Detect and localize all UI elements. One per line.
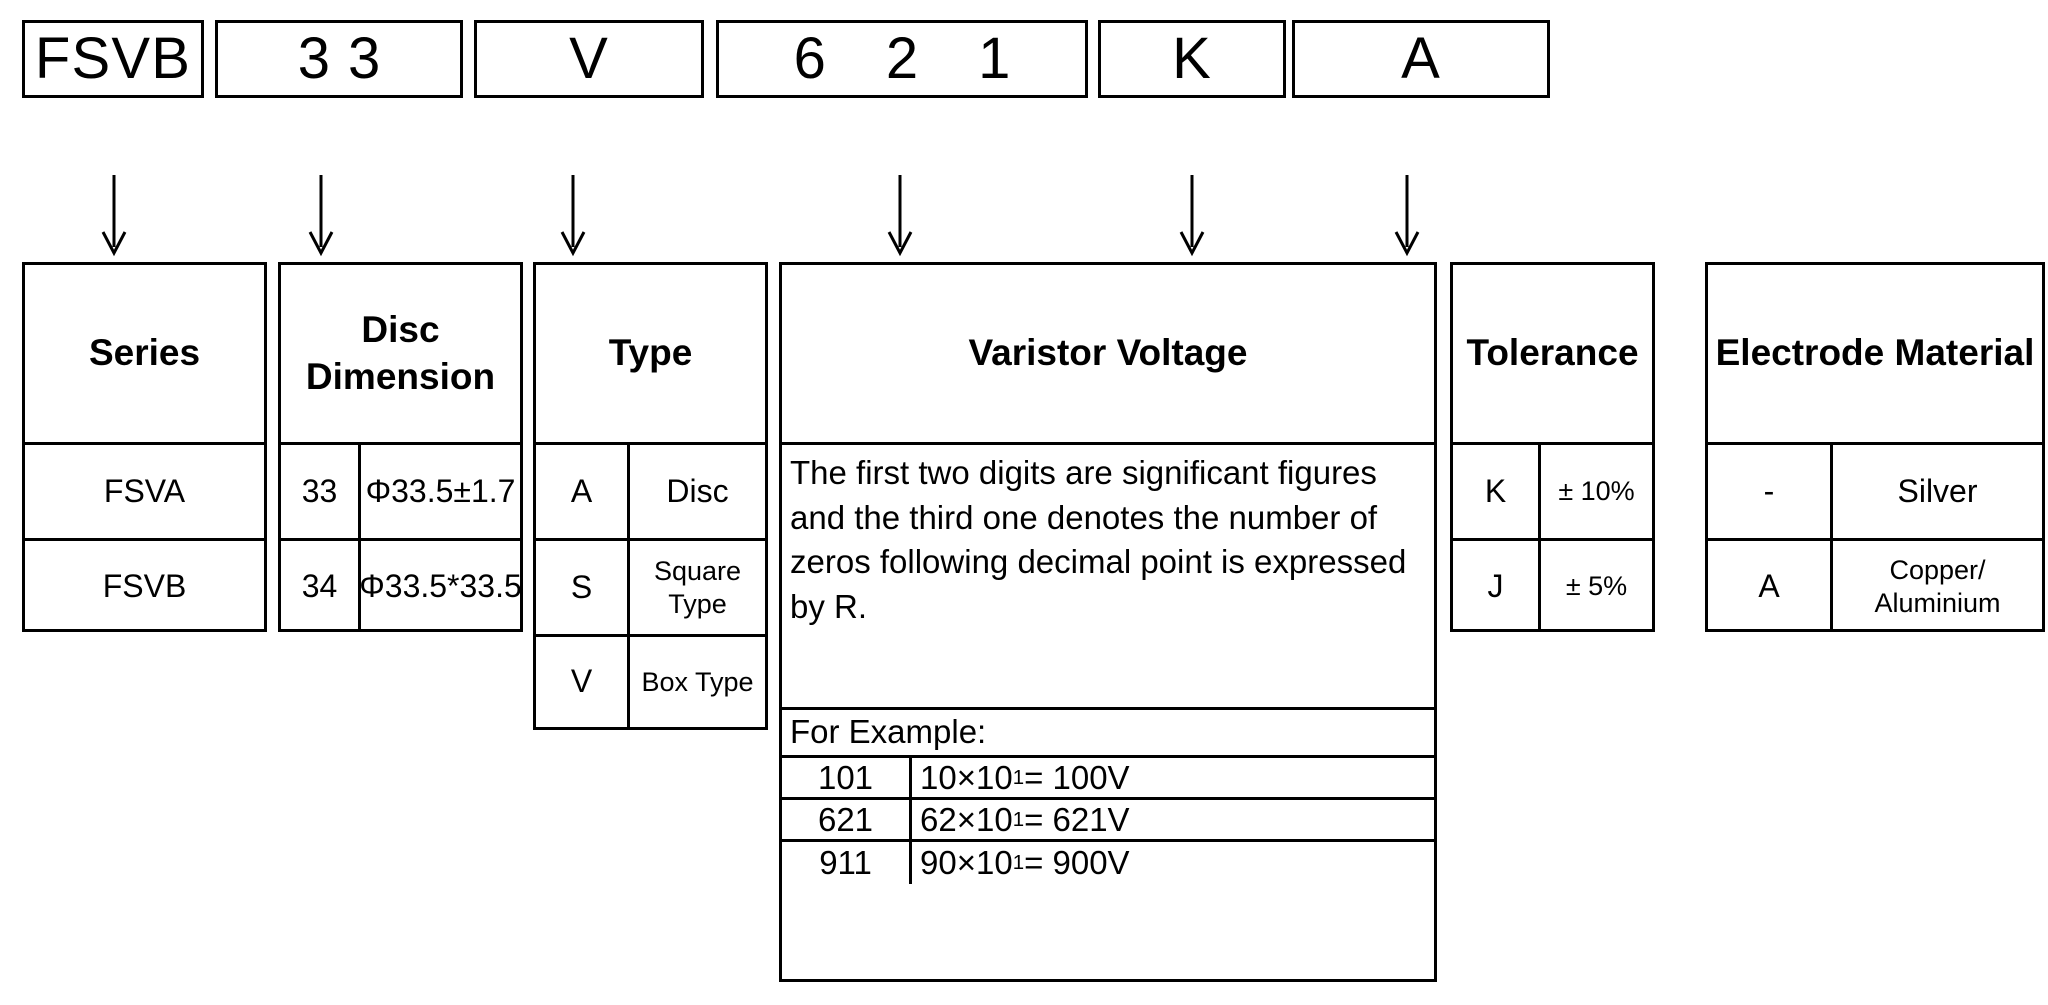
- column-varistor-voltage: Varistor Voltage The first two digits ar…: [779, 262, 1437, 982]
- column-electrode-material-header: Electrode Material: [1708, 265, 2042, 445]
- tolerance-code-k: K: [1453, 445, 1541, 538]
- code-box-electrode-text: A: [1401, 26, 1441, 91]
- example-exponent: 1: [1012, 807, 1025, 831]
- electrode-code-dash: -: [1708, 445, 1833, 538]
- varistor-voltage-example-title: For Example:: [782, 710, 1434, 758]
- code-box-type-text: V: [569, 26, 609, 91]
- arrow-down-icon: [1179, 175, 1205, 257]
- type-code-v: V: [536, 637, 630, 727]
- example-result: = 621V: [1024, 800, 1130, 838]
- arrow-down-tolerance: [1175, 175, 1209, 257]
- example-exponent: 1: [1012, 765, 1025, 789]
- arrow-down-icon: [887, 175, 913, 257]
- arrow-down-icon: [560, 175, 586, 257]
- column-type: Type A Disc S Square Type V Box Type: [533, 262, 768, 730]
- tolerance-value-k: ± 10%: [1558, 476, 1635, 507]
- arrow-down-icon: [308, 175, 334, 257]
- type-value-s: Square Type: [653, 555, 742, 619]
- type-code-s: S: [536, 541, 630, 634]
- column-disc-dimension-header: Disc Dimension: [281, 265, 520, 445]
- table-row: FSVB: [25, 541, 264, 632]
- varistor-voltage-description: The first two digits are significant fig…: [782, 445, 1434, 710]
- code-box-dimension-text: 33: [297, 26, 399, 91]
- code-box-dimension: 33: [215, 20, 463, 98]
- tolerance-value-j: ± 5%: [1565, 571, 1628, 602]
- example-exponent: 1: [1012, 851, 1025, 874]
- column-tolerance-header: Tolerance: [1453, 265, 1652, 445]
- example-code-621: 621: [782, 800, 912, 839]
- arrow-down-type: [556, 175, 590, 257]
- column-series: Series FSVA FSVB: [22, 262, 267, 632]
- column-tolerance: Tolerance K ± 10% J ± 5%: [1450, 262, 1655, 632]
- type-code-a: A: [536, 445, 630, 538]
- series-code-fsva: FSVA: [103, 472, 186, 509]
- code-box-tolerance-text: K: [1172, 26, 1212, 91]
- code-box-series: FSVB: [22, 20, 204, 98]
- electrode-value-silver: Silver: [1897, 472, 1978, 509]
- code-box-voltage-text: 621: [793, 26, 1071, 91]
- table-row: A Copper/ Aluminium: [1708, 541, 2042, 632]
- table-row: 34 Φ33.5*33.5: [281, 541, 520, 632]
- column-series-header: Series: [25, 265, 264, 445]
- arrow-down-voltage: [883, 175, 917, 257]
- column-disc-dimension: Disc Dimension 33 Φ33.5±1.7 34 Φ33.5*33.…: [278, 262, 523, 632]
- example-result: = 100V: [1024, 758, 1130, 796]
- table-row: - Silver: [1708, 445, 2042, 541]
- table-row: S Square Type: [536, 541, 765, 637]
- type-value-a: Disc: [666, 472, 729, 509]
- example-code-911: 911: [782, 842, 912, 884]
- tolerance-code-j: J: [1453, 541, 1541, 632]
- code-box-electrode: A: [1292, 20, 1550, 98]
- code-box-voltage: 621: [716, 20, 1088, 98]
- arrow-down-dimension: [304, 175, 338, 257]
- table-row: 33 Φ33.5±1.7: [281, 445, 520, 541]
- example-mantissa: 90×10: [920, 844, 1013, 881]
- series-code-fsvb: FSVB: [102, 567, 187, 604]
- code-box-series-text: FSVB: [34, 26, 192, 91]
- example-result: = 900V: [1024, 844, 1130, 881]
- arrow-down-icon: [101, 175, 127, 257]
- disc-dimension-code-34: 34: [281, 541, 361, 632]
- table-row: J ± 5%: [1453, 541, 1652, 632]
- disc-dimension-value-34: Φ33.5*33.5: [361, 567, 520, 604]
- disc-dimension-value-33: Φ33.5±1.7: [365, 472, 516, 509]
- electrode-value-copper-aluminium: Copper/ Aluminium: [1874, 554, 2001, 618]
- table-row: V Box Type: [536, 637, 765, 727]
- disc-dimension-code-33: 33: [281, 445, 361, 538]
- code-box-type: V: [474, 20, 704, 98]
- column-type-header: Type: [536, 265, 765, 445]
- example-mantissa: 62×10: [920, 800, 1013, 838]
- code-box-tolerance: K: [1098, 20, 1286, 98]
- arrow-down-electrode: [1390, 175, 1424, 257]
- example-mantissa: 10×10: [920, 758, 1013, 796]
- table-row: A Disc: [536, 445, 765, 541]
- column-electrode-material: Electrode Material - Silver A Copper/ Al…: [1705, 262, 2045, 632]
- electrode-code-a: A: [1708, 541, 1833, 632]
- table-row: K ± 10%: [1453, 445, 1652, 541]
- arrow-down-series: [97, 175, 131, 257]
- type-value-v: Box Type: [641, 666, 754, 697]
- column-varistor-voltage-header: Varistor Voltage: [782, 265, 1434, 445]
- example-code-101: 101: [782, 758, 912, 797]
- table-row: FSVA: [25, 445, 264, 541]
- arrow-down-icon: [1394, 175, 1420, 257]
